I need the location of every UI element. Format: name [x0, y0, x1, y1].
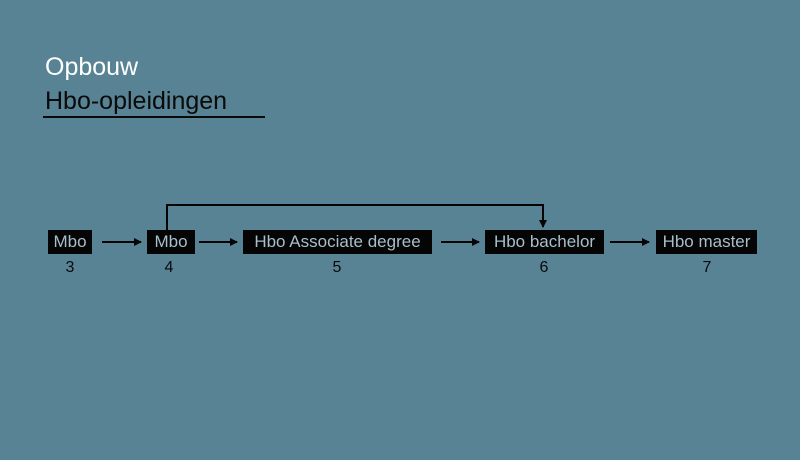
node-mbo-3: Mbo	[48, 230, 92, 254]
page-subtitle: Hbo-opleidingen	[45, 87, 228, 115]
node-hbo-associate-degree: Hbo Associate degree	[243, 230, 432, 254]
arrow-mbo4-bypass-to-bachelor	[166, 204, 547, 230]
node-label: Hbo Associate degree	[254, 232, 421, 251]
subtitle-underline	[43, 116, 265, 118]
page-title: Opbouw	[45, 53, 139, 81]
node-hbo-bachelor: Hbo bachelor	[485, 230, 604, 254]
level-label: 3	[65, 259, 75, 276]
node-label: Hbo master	[662, 232, 751, 251]
level-label: 5	[332, 259, 342, 276]
level-label: 4	[164, 259, 174, 276]
level-label: 7	[702, 259, 712, 276]
node-hbo-master: Hbo master	[656, 230, 757, 254]
node-label: Mbo	[154, 232, 188, 251]
node-mbo-4: Mbo	[147, 230, 195, 254]
node-label: Mbo	[53, 232, 87, 251]
node-label: Hbo bachelor	[493, 232, 596, 251]
level-label: 6	[539, 259, 549, 276]
